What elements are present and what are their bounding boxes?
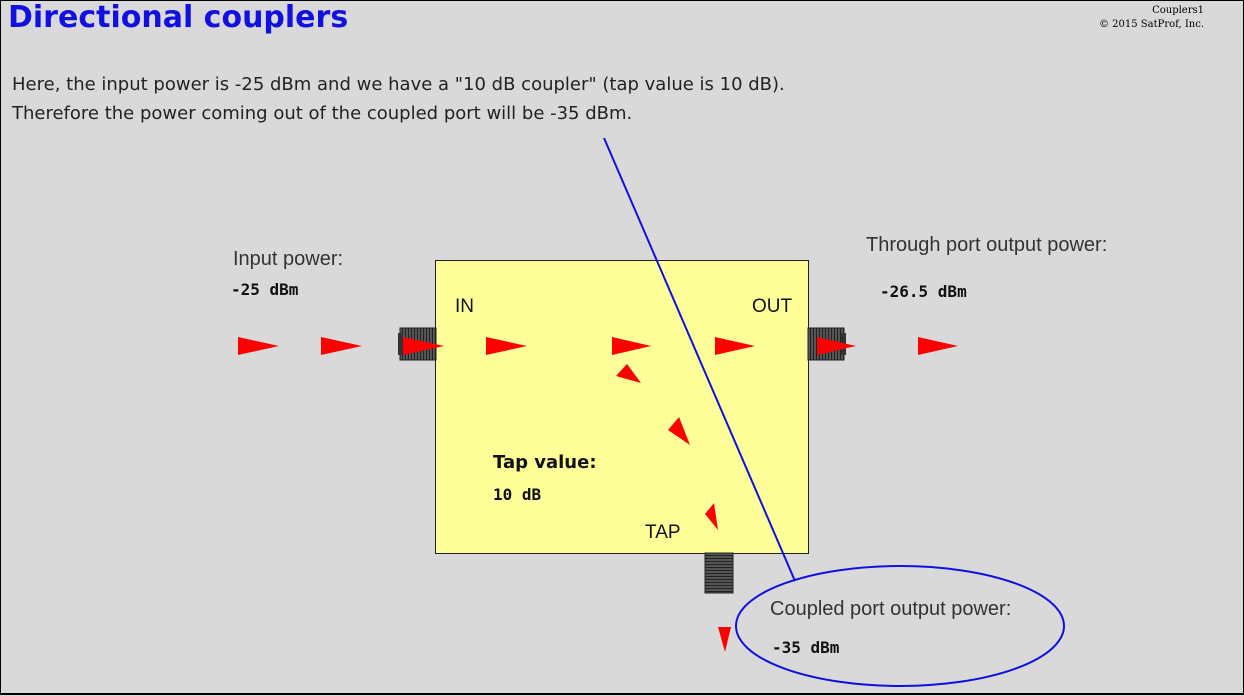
port-tap-label: TAP — [645, 522, 681, 543]
through-power-value: -26.5 dBm — [880, 282, 967, 301]
tap-value: 10 dB — [493, 485, 542, 504]
arrow-through-output — [918, 337, 958, 355]
intro-line-1: Here, the input power is -25 dBm and we … — [12, 74, 785, 95]
input-power-label: Input power: — [233, 248, 344, 270]
page-title: Directional couplers — [8, 0, 349, 35]
arrow-inside-2 — [612, 337, 651, 355]
coupler-body — [435, 260, 809, 554]
arrow-coupled-1 — [616, 364, 641, 383]
arrow-inside-3 — [715, 337, 755, 355]
intro-text: Here, the input power is -25 dBm and we … — [12, 70, 785, 128]
arrow-inside-1 — [486, 337, 527, 355]
slide-meta: Couplers1 © 2015 SatProf, Inc. — [1099, 4, 1204, 32]
port-in-label: IN — [455, 296, 474, 317]
arrow-input-1 — [238, 337, 279, 355]
input-power-value: -25 dBm — [231, 280, 299, 299]
coupled-power-value: -35 dBm — [772, 638, 840, 657]
tap-value-label: Tap value: — [493, 452, 597, 473]
arrow-in-connector — [403, 337, 444, 355]
copyright: © 2015 SatProf, Inc. — [1098, 19, 1204, 30]
coupled-output-callout — [735, 565, 1065, 687]
port-out-label: OUT — [752, 296, 793, 317]
arrow-coupled-2 — [668, 417, 690, 445]
tap-connector — [704, 552, 734, 594]
arrow-coupled-3 — [705, 503, 718, 530]
signal-arrows — [238, 337, 958, 652]
intro-line-2: Therefore the power coming out of the co… — [12, 103, 633, 124]
annotation-pointer-line — [603, 137, 796, 582]
through-power-label: Through port output power: — [866, 234, 1108, 256]
coupled-power-label: Coupled port output power: — [770, 598, 1012, 620]
arrow-coupled-output — [718, 627, 731, 652]
arrow-out-connector — [817, 337, 856, 355]
arrow-input-2 — [321, 337, 362, 355]
slide-id: Couplers1 — [1152, 5, 1204, 16]
